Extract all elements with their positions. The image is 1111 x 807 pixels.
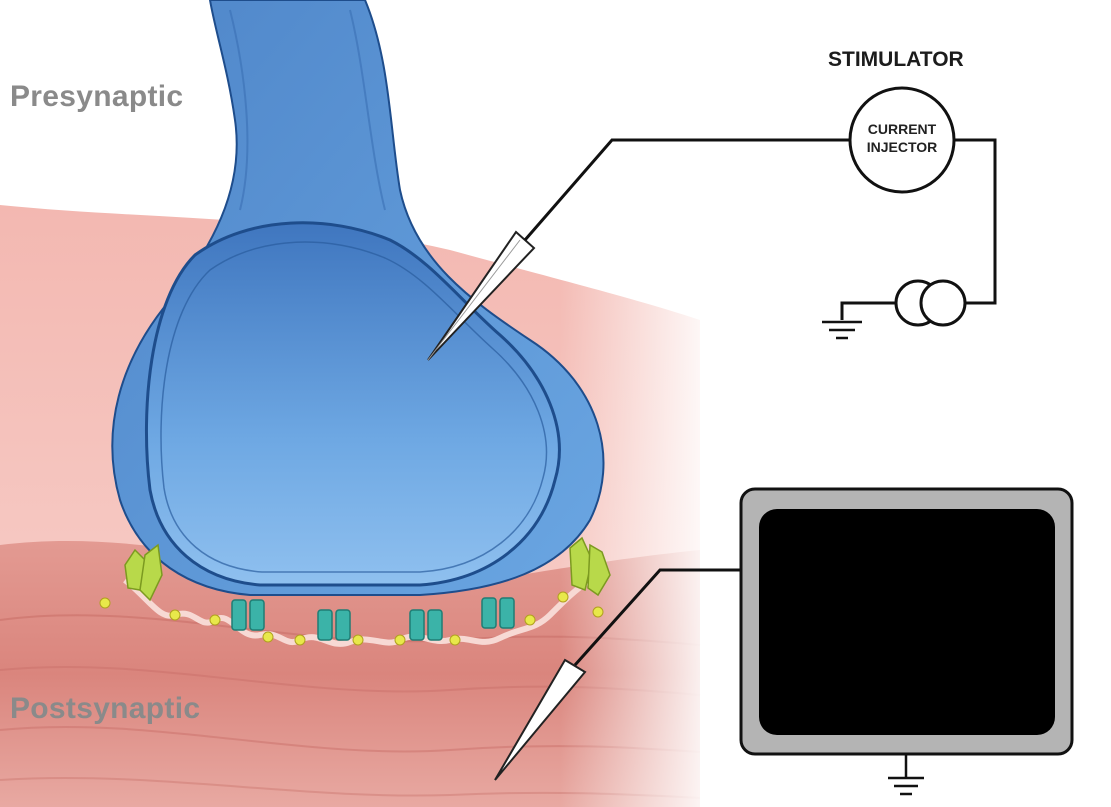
receptor-green-left [124, 543, 163, 602]
presynaptic-label: Presynaptic [10, 80, 184, 113]
oscilloscope-icon [739, 487, 1074, 756]
monitor-ground-icon [888, 755, 924, 796]
recording-wire [573, 568, 745, 667]
injector-line-1: CURRENT [867, 121, 937, 137]
stimulator-label: STIMULATOR [828, 48, 964, 71]
receptors [124, 536, 611, 641]
receptor-teal [231, 597, 515, 641]
current-injector-label: CURRENT INJECTOR [852, 120, 952, 156]
current-source-icon [894, 279, 967, 327]
injector-line-2: INJECTOR [866, 139, 938, 155]
electrode-icon [494, 658, 587, 781]
synaptic-cleft [99, 577, 604, 647]
stimulator-circuit [523, 138, 997, 320]
postsynaptic-label: Postsynaptic [10, 692, 201, 725]
presynaptic-terminal [111, 0, 605, 596]
ground-icon [822, 320, 862, 340]
current-injector [848, 86, 956, 194]
receptor-green-right [569, 536, 611, 597]
